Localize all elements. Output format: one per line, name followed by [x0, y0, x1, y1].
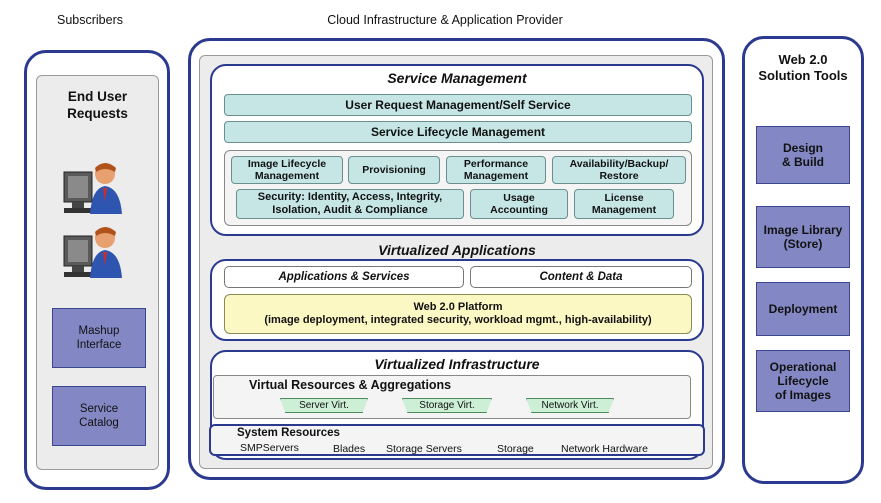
performance-line1: Performance: [463, 158, 529, 170]
storage-virt-box[interactable]: Storage Virt.: [402, 398, 492, 413]
deployment-box[interactable]: Deployment: [756, 282, 850, 336]
design-line1: Design: [782, 141, 823, 155]
solution-tools-line1: Web 2.0: [778, 52, 828, 67]
license-line2: Management: [591, 204, 657, 216]
availability-line1: Availability/Backup/: [569, 158, 669, 170]
security-line1: Security: Identity, Access, Integrity,: [257, 191, 443, 203]
mashup-interface-box[interactable]: Mashup Interface: [52, 308, 146, 368]
catalog-line1: Service: [79, 403, 119, 415]
platform-line2: (image deployment, integrated security, …: [264, 314, 652, 326]
service-catalog-box[interactable]: Service Catalog: [52, 386, 146, 446]
provider-heading: Cloud Infrastructure & Application Provi…: [327, 13, 563, 27]
image-library-line1: Image Library: [763, 223, 843, 237]
virtualized-infrastructure-title: Virtualized Infrastructure: [374, 356, 540, 372]
availability-line2: Restore: [599, 170, 639, 182]
service-management-title: Service Management: [387, 70, 527, 86]
catalog-line2: Catalog: [79, 417, 119, 429]
usage-line1: Usage: [503, 192, 535, 204]
end-user-requests-title: End User Requests: [36, 88, 159, 122]
license-management-box[interactable]: License Management: [574, 189, 674, 219]
end-user-line2: Requests: [67, 106, 128, 121]
smp-servers-label: SMPServers: [240, 442, 299, 454]
storage-servers-label: Storage Servers: [386, 443, 462, 455]
performance-line2: Management: [463, 170, 529, 182]
server-virt-box[interactable]: Server Virt.: [280, 398, 368, 413]
design-line2: & Build: [782, 155, 824, 169]
usage-line2: Accounting: [490, 204, 548, 216]
blades-label: Blades: [333, 443, 366, 455]
virtual-resources-label: Virtual Resources & Aggregations: [249, 378, 452, 392]
end-user-line1: End User: [67, 89, 128, 104]
usage-accounting-box[interactable]: Usage Accounting: [470, 189, 568, 219]
system-resources-label: System Resources: [237, 427, 340, 439]
oplife-line2: Lifecycle: [777, 374, 829, 388]
web20-platform-box[interactable]: Web 2.0 Platform (image deployment, inte…: [224, 294, 692, 334]
image-library-line2: (Store): [783, 237, 823, 251]
security-line2: Isolation, Audit & Compliance: [272, 204, 428, 216]
user-request-management-box[interactable]: User Request Management/Self Service: [224, 94, 692, 116]
image-library-box[interactable]: Image Library (Store): [756, 206, 850, 268]
performance-management-box[interactable]: Performance Management: [446, 156, 546, 184]
applications-services-box[interactable]: Applications & Services: [224, 266, 464, 288]
mashup-line1: Mashup: [78, 325, 120, 337]
image-lifecycle-box[interactable]: Image Lifecycle Management: [231, 156, 343, 184]
content-data-box[interactable]: Content & Data: [470, 266, 692, 288]
platform-line1: Web 2.0 Platform: [413, 301, 503, 313]
solution-tools-line2: Solution Tools: [758, 68, 848, 83]
mashup-line2: Interface: [76, 339, 122, 351]
license-line1: License: [604, 192, 644, 204]
operational-lifecycle-box[interactable]: Operational Lifecycle of Images: [756, 350, 850, 412]
network-virt-box[interactable]: Network Virt.: [526, 398, 614, 413]
security-box[interactable]: Security: Identity, Access, Integrity, I…: [236, 189, 464, 219]
user-computer-icon-2: [63, 227, 122, 278]
image-lifecycle-line1: Image Lifecycle: [247, 158, 327, 170]
service-lifecycle-management-box[interactable]: Service Lifecycle Management: [224, 121, 692, 143]
system-resources-box: [209, 424, 705, 456]
storage-label: Storage: [497, 443, 534, 455]
virtualized-applications-title: Virtualized Applications: [378, 242, 536, 258]
oplife-line1: Operational: [769, 360, 837, 374]
solution-tools-title: Web 2.0 Solution Tools: [742, 52, 864, 84]
availability-backup-box[interactable]: Availability/Backup/ Restore: [552, 156, 686, 184]
design-build-box[interactable]: Design & Build: [756, 126, 850, 184]
user-computer-icon-1: [63, 163, 122, 214]
network-hardware-label: Network Hardware: [561, 443, 648, 455]
image-lifecycle-line2: Management: [254, 170, 320, 182]
provisioning-box[interactable]: Provisioning: [348, 156, 440, 184]
subscribers-heading: Subscribers: [57, 13, 123, 27]
oplife-line3: of Images: [774, 388, 831, 402]
